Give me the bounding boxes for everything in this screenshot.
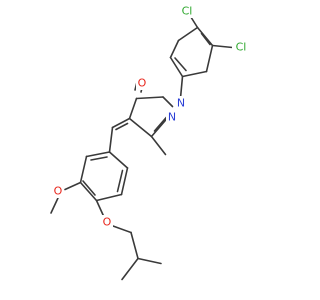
chlorine-atom-right: Cl [236,41,247,54]
nitrogen-n2: N [168,111,176,124]
atom-labels: Cl Cl O N N O O [52,4,250,229]
carbonyl-oxygen: O [138,77,147,90]
molecule-drawing: Cl Cl O N N O O [50,4,250,281]
bonds [50,13,234,281]
nitrogen-n1: N [177,97,185,110]
ether-oxygen: O [103,216,112,229]
methoxy-oxygen: O [54,185,63,198]
structure-canvas: Cl Cl O N N O O [50,4,250,281]
chlorine-atom-top: Cl [182,5,193,18]
